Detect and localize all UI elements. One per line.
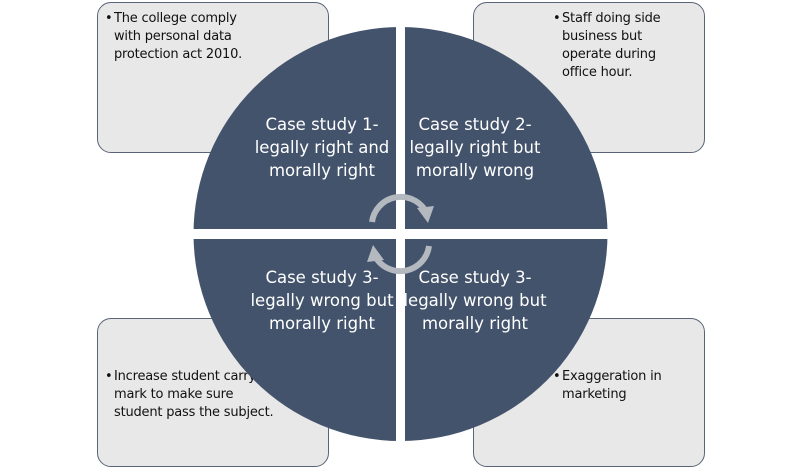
quadrant-q4-label: Case study 3- legally wrong but morally … [403,268,547,333]
bottom-left-bullet: Increase student carry mark to make sure… [105,368,275,422]
cycle-arrow-top-icon [369,193,428,223]
top-left-note-text: The college comply with personal data pr… [105,10,265,64]
quadrant-q2-label: Case study 2- legally right but morally … [409,115,541,180]
cycle-arrow-bottom-head-icon [367,245,384,262]
top-left-bullet: The college comply with personal data pr… [105,10,265,64]
bottom-left-note-text: Increase student carry mark to make sure… [105,368,275,422]
cycle-arrow-bottom-icon [373,245,432,275]
quadrant-q1-label: Case study 1- legally right and morally … [254,115,390,180]
cycle-arrow-top-head-icon [417,206,434,223]
bottom-right-bullet: Exaggeration in marketing [553,368,693,404]
quadrant-q3-label: Case study 3- legally wrong but morally … [250,268,394,333]
top-right-note-text: Staff doing side business but operate du… [553,10,673,82]
bottom-right-note-text: Exaggeration in marketing [553,368,693,404]
top-right-bullet: Staff doing side business but operate du… [553,10,673,82]
